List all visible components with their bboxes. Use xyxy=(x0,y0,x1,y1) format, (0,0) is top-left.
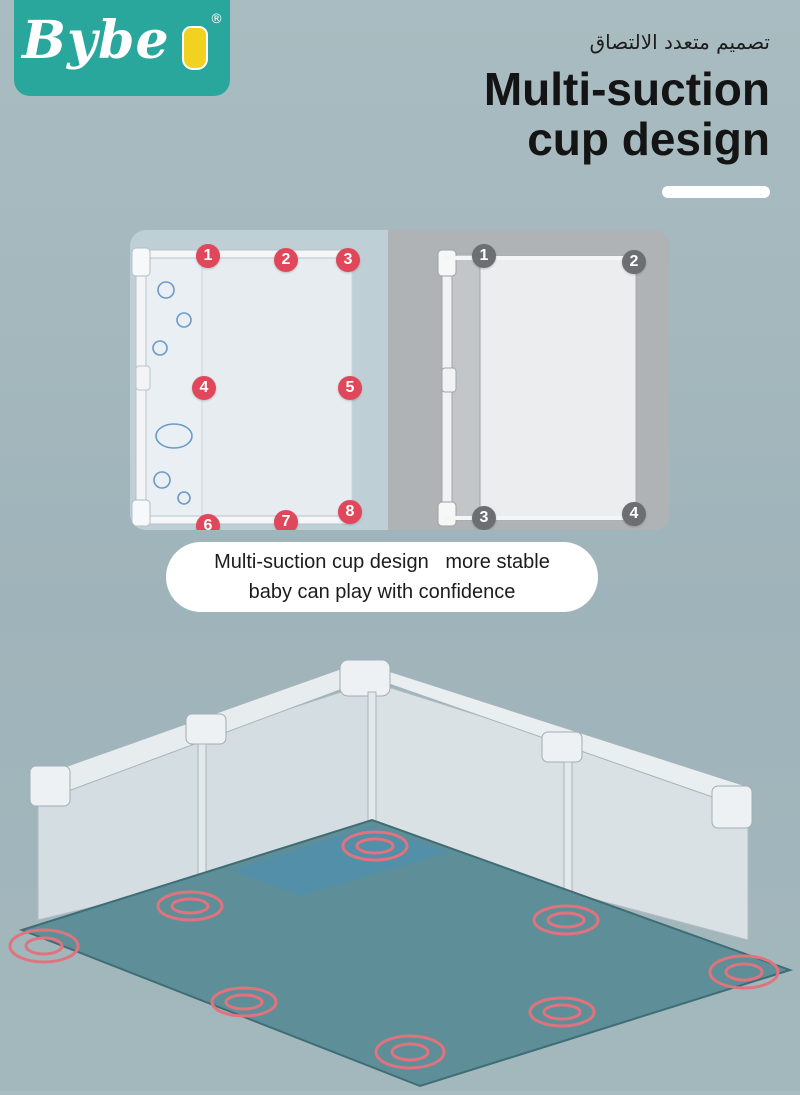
suction-point-badge-8: 8 xyxy=(338,500,362,524)
suction-cup-rings xyxy=(8,830,780,1070)
suction-cup-ring xyxy=(24,936,64,956)
page-title: Multi-suction cup design xyxy=(484,64,770,164)
suction-cup-ring xyxy=(210,986,278,1018)
top-rail xyxy=(444,256,636,260)
floor-mat-underside xyxy=(18,818,794,1088)
bottom-rail xyxy=(444,516,636,520)
left-post xyxy=(197,743,207,885)
right-corner-cap xyxy=(711,785,753,829)
four-point-fence-illustration xyxy=(437,249,637,527)
printed-side-panel xyxy=(139,253,203,525)
top-corner-cap xyxy=(131,247,151,277)
suction-cup-ring xyxy=(532,904,600,936)
playpen-illustration xyxy=(0,640,800,1091)
suction-point-badge-3: 3 xyxy=(336,248,360,272)
cartoon-decoration xyxy=(152,281,193,505)
wave-pattern xyxy=(232,826,450,896)
suction-point-badge-4: 4 xyxy=(622,502,646,526)
top-rail xyxy=(137,249,355,259)
center-corner-cap xyxy=(339,659,391,697)
suction-point-badge-6: 6 xyxy=(196,514,220,530)
suction-point-badge-2: 2 xyxy=(274,248,298,272)
suction-point-badge-4: 4 xyxy=(192,376,216,400)
title-line-1: Multi-suction xyxy=(483,63,770,115)
four-point-panel: 1 2 3 4 xyxy=(388,230,670,530)
mesh-panel xyxy=(479,255,637,521)
suction-cup-ring xyxy=(355,837,395,855)
middle-clip xyxy=(135,365,151,391)
bottom-corner-cap xyxy=(131,499,151,527)
suction-point-badge-7: 7 xyxy=(274,510,298,530)
suction-cup-ring xyxy=(8,928,80,964)
suction-point-badge-1: 1 xyxy=(196,244,220,268)
suction-cup-ring xyxy=(708,954,780,990)
brand-logo-text: Bybe xyxy=(22,10,170,71)
left-middle-clip xyxy=(185,713,227,745)
caption-line-2: baby can play with confidence xyxy=(248,581,516,603)
mesh-panel xyxy=(201,253,353,525)
suction-point-badge-3: 3 xyxy=(472,506,496,530)
suction-cup-ring xyxy=(724,962,764,982)
suction-cup-ring xyxy=(341,830,409,862)
suction-point-badge-2: 2 xyxy=(622,250,646,274)
left-corner-cap xyxy=(29,765,71,807)
suction-cup-ring xyxy=(390,1042,430,1062)
suction-point-badge-1: 1 xyxy=(472,244,496,268)
caption-line-1: Multi-suction cup design more stable xyxy=(214,551,550,573)
bottom-rail xyxy=(137,515,355,525)
suction-point-badge-5: 5 xyxy=(338,376,362,400)
suction-cup-ring xyxy=(542,1003,582,1021)
suction-cup-ring xyxy=(224,993,264,1011)
title-underline-bar xyxy=(662,186,770,198)
arabic-subtitle: تصميم متعدد الالتصاق xyxy=(589,30,770,54)
playpen-bottom-view xyxy=(8,659,794,1088)
suction-cup-ring xyxy=(156,890,224,922)
suction-cup-ring xyxy=(170,897,210,915)
bottom-corner-cap xyxy=(437,501,457,527)
middle-clip xyxy=(441,367,457,393)
right-middle-clip xyxy=(541,731,583,763)
suction-cup-ring xyxy=(528,996,596,1028)
top-corner-cap xyxy=(437,249,457,277)
caption-pill: Multi-suction cup design more stable bab… xyxy=(166,542,598,612)
suction-cup-ring xyxy=(546,911,586,929)
registered-mark: ® xyxy=(210,12,223,27)
title-line-2: cup design xyxy=(527,113,770,165)
baby-bottle-icon xyxy=(182,26,208,70)
eight-point-panel: 1 2 3 4 5 6 7 8 xyxy=(130,230,390,530)
suction-cup-ring xyxy=(374,1034,446,1070)
